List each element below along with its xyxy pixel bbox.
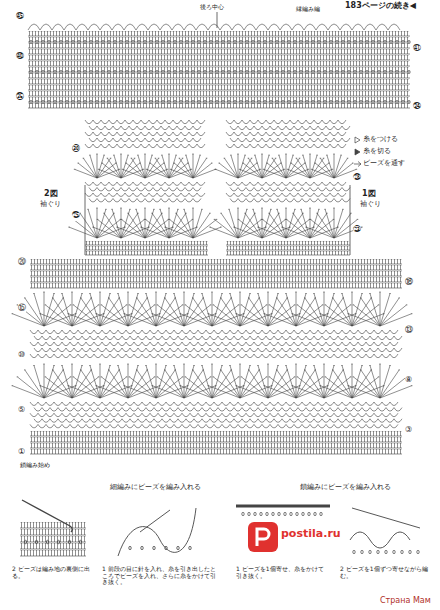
row-number: ⑩	[18, 351, 25, 360]
row-number: ⑱	[405, 278, 413, 287]
bead-illustration	[129, 546, 191, 549]
row-number: ㊺	[16, 13, 24, 22]
fabric-illustration	[20, 523, 86, 557]
legend-text: ビーズを通す	[363, 160, 405, 167]
double-crochet-rows	[28, 32, 410, 109]
thread-bead-symbol	[354, 162, 361, 167]
chain-mesh	[226, 120, 350, 148]
legend-text: 糸をつける	[363, 136, 398, 143]
double-crochet-rows	[85, 242, 208, 256]
row-number: ⑳	[18, 258, 26, 267]
armhole-edge	[85, 185, 350, 255]
watermark-logo	[257, 529, 269, 546]
fan-motif	[68, 208, 222, 238]
chain-mesh	[30, 402, 402, 428]
technique-title: 鎖編みにビーズを編み入れる	[300, 484, 391, 492]
watermark: postila.ru	[281, 528, 341, 540]
bead-illustration	[353, 550, 419, 553]
chain-mesh	[85, 182, 205, 202]
hook-illustration	[236, 505, 330, 508]
fan-motif	[209, 208, 363, 238]
armhole-label: 袖ぐり	[360, 201, 381, 209]
row-number: ㉞	[413, 103, 421, 112]
cut-yarn-symbol	[355, 149, 360, 155]
legend-text: 糸を切る	[363, 148, 391, 155]
row-number: ㉕	[72, 212, 80, 221]
start-note: 鎖編み始め	[20, 462, 50, 469]
fan-motif	[12, 364, 413, 398]
chain-mesh	[85, 120, 205, 148]
row-number: ⑬	[405, 326, 413, 335]
row-number: ㊶	[413, 45, 421, 54]
bead-illustration	[242, 512, 322, 515]
row-number: ⑧	[405, 376, 412, 385]
center-note: 後ろ中心	[200, 4, 224, 11]
row-number: ㉓	[353, 226, 361, 235]
step-note: 1 前段の目に針を入れ、糸を引き出したところでビーズを入れ、さらに糸をかけて引き…	[102, 566, 220, 586]
fan-motif	[12, 292, 413, 326]
figure-label: 2図	[44, 190, 58, 199]
double-crochet-rows	[226, 242, 350, 256]
bead-illustration	[24, 540, 81, 543]
bead-row	[30, 40, 410, 103]
row-number: ㉟	[16, 93, 24, 102]
yarn-loop-illustration	[118, 508, 196, 556]
chain-illustration	[350, 508, 420, 548]
row-number: ③	[405, 426, 412, 435]
row-number: ⑮	[18, 304, 26, 313]
watermark: Страна Мам	[380, 597, 431, 606]
chain-mesh	[30, 330, 402, 358]
armhole-label: 袖ぐり	[40, 201, 61, 209]
chain-mesh	[226, 182, 350, 202]
page-header: 183ページの続き◀	[345, 2, 416, 11]
row-number: ㉚	[72, 145, 80, 154]
watermark-logo	[248, 522, 278, 552]
row-number: ⑤	[18, 406, 25, 415]
row-number: ①	[18, 448, 25, 457]
row-number: ㊵	[16, 53, 24, 62]
step-note: 1 ビーズを1個寄せ、糸をかけて引き抜く。	[236, 566, 328, 579]
figure-label: 1図	[362, 190, 376, 199]
double-crochet-rows	[30, 432, 402, 455]
center-mark	[217, 12, 218, 28]
scallop-edge	[28, 24, 400, 30]
step-note: 2 ビーズを1個ずつ寄せながら編む。	[340, 566, 432, 579]
fan-motif	[74, 154, 216, 178]
technique-title: 細編みにビーズを編み入れる	[110, 484, 201, 492]
hook-illustration	[22, 500, 72, 532]
attach-yarn-symbol	[355, 137, 360, 143]
fan-motif	[215, 154, 357, 178]
step-note: 2 ビーズは編み地の裏側に出る。	[12, 566, 96, 579]
edging-note: 縁編み編	[296, 6, 320, 13]
row-number: ㉘	[353, 174, 361, 183]
double-crochet-rows	[30, 260, 402, 289]
